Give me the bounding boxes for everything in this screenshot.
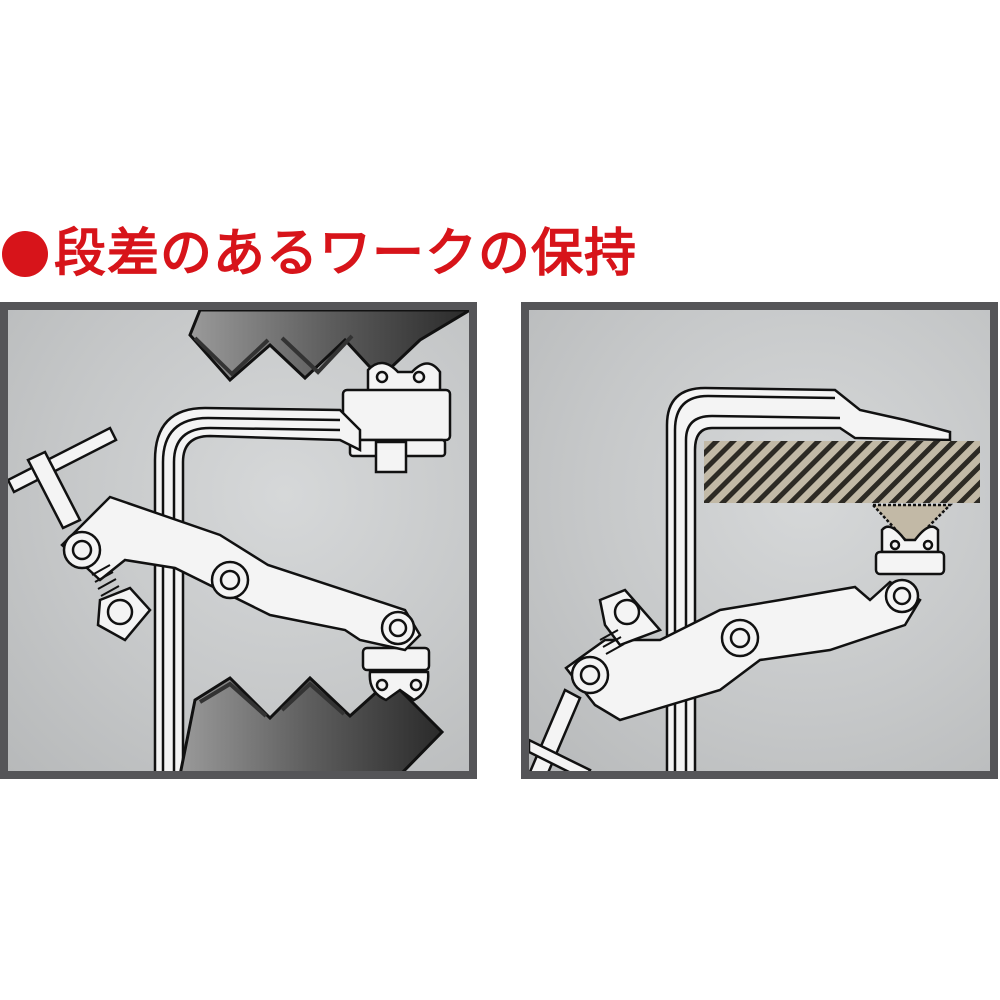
v-pad-icon	[870, 503, 954, 576]
clamp-lever-icon	[564, 578, 922, 722]
illustration-panel-right	[521, 302, 998, 779]
t-handle-screw-icon	[8, 426, 118, 530]
stepped-workpiece-lower-icon	[179, 675, 445, 771]
title-text: 段差のあるワークの保持	[54, 224, 638, 284]
clamp-stepped-work-illustration	[8, 310, 469, 771]
illustration-panel-left	[0, 302, 477, 779]
section-title: 段差のあるワークの保持	[0, 222, 637, 286]
stepped-workpiece-upper-icon	[188, 310, 469, 383]
spring-icon	[599, 629, 625, 655]
hatched-workpiece-icon	[704, 441, 980, 503]
red-circle-bullet-icon	[2, 231, 48, 277]
spring-icon	[91, 564, 120, 597]
clamp-bar-icon	[153, 406, 362, 771]
clamp-flat-work-illustration	[529, 386, 980, 771]
clamp-lever-icon	[60, 495, 422, 652]
swivel-pad-lower-icon	[361, 646, 431, 702]
clamp-bar-icon	[665, 386, 952, 771]
t-handle-screw-icon	[529, 688, 592, 771]
swivel-pad-upper-icon	[341, 361, 452, 474]
